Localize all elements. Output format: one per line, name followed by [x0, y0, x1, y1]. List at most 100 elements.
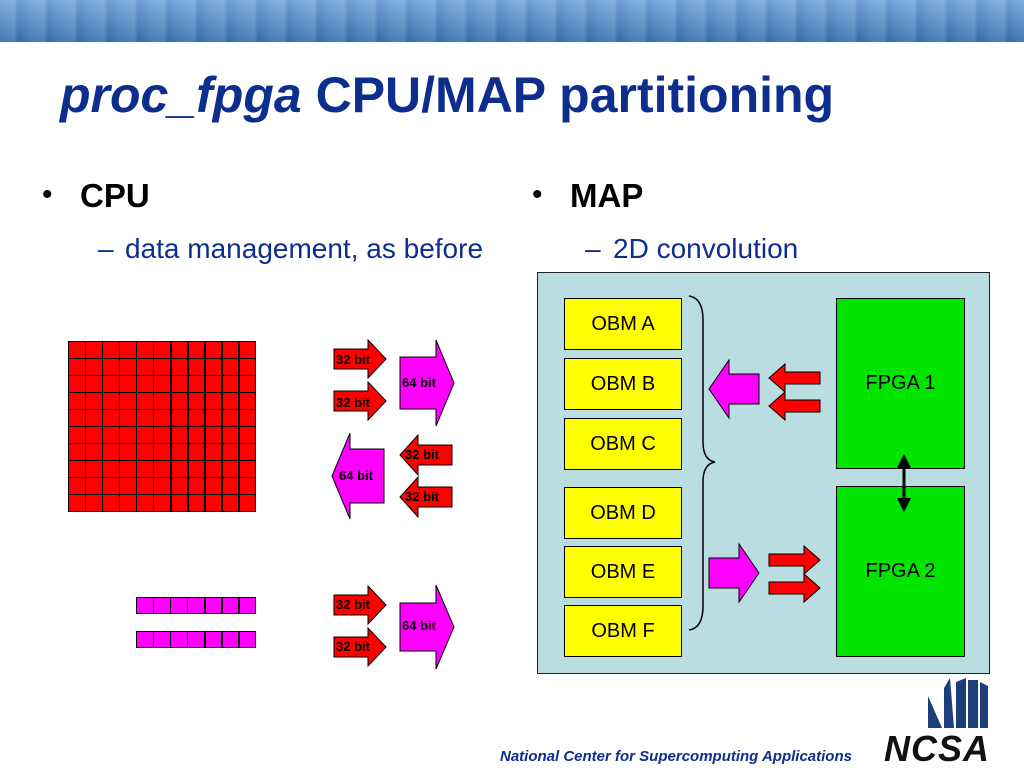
grid-cell: [136, 375, 154, 393]
grid-cell: [153, 443, 172, 461]
grid-cell: [68, 358, 86, 376]
grid-cell: [238, 494, 257, 512]
grid-cell: [221, 392, 240, 410]
bullet-dot-cpu: •: [42, 178, 53, 211]
grid-cell: [85, 392, 103, 410]
grid-cell: [170, 409, 189, 427]
grid-cell: [221, 358, 240, 376]
grid-cell: [85, 477, 103, 495]
obm-d: OBM D: [564, 487, 682, 539]
grid-cell: [102, 460, 120, 478]
obm-group-brace: [688, 295, 716, 631]
grid-cell: [204, 443, 223, 461]
grid-cell: [170, 341, 189, 359]
arrow-32bit-b1: [399, 433, 453, 477]
grid-cell: [85, 426, 103, 444]
label-32bit-a2: 32 bit: [336, 395, 370, 410]
title-rest: CPU/MAP partitioning: [301, 67, 835, 123]
grid-cell: [221, 426, 240, 444]
grid-cell: [187, 375, 206, 393]
grid-cell: [187, 409, 206, 427]
grid-cell: [170, 443, 189, 461]
grid-cell: [204, 409, 223, 427]
top-banner-shine: [0, 0, 1024, 42]
grid-cell: [119, 409, 137, 427]
strip-cell: [187, 631, 206, 648]
grid-cell: [119, 494, 137, 512]
strip-cell: [221, 597, 240, 614]
grid-cell: [238, 460, 257, 478]
cpu-data-strip-bottom: [136, 631, 257, 648]
map-arrow-magenta-right: [708, 542, 760, 604]
grid-cell: [119, 477, 137, 495]
strip-cell: [170, 631, 188, 648]
bullet-map: MAP: [570, 177, 644, 214]
grid-cell: [204, 460, 223, 478]
grid-cell: [136, 409, 154, 427]
grid-cell: [136, 358, 154, 376]
grid-cell: [119, 375, 137, 393]
arrow-64bit-c: [399, 584, 455, 670]
cpu-arrow-diagram: [331, 338, 455, 670]
grid-cell: [204, 341, 223, 359]
sub-map-text: 2D convolution: [613, 233, 799, 264]
grid-cell: [170, 494, 189, 512]
obm-a: OBM A: [564, 298, 682, 350]
grid-cell: [136, 426, 154, 444]
grid-cell: [119, 443, 137, 461]
grid-cell: [170, 375, 189, 393]
arrow-32bit-b2: [399, 475, 453, 519]
arrow-32bit-c2: [333, 626, 387, 668]
grid-cell: [221, 460, 240, 478]
grid-cell: [238, 477, 257, 495]
map-arrow-red-left-2: [768, 390, 821, 422]
grid-cell: [238, 392, 257, 410]
label-64bit-b: 64 bit: [339, 468, 373, 483]
fpga-link-arrow-down: [897, 498, 911, 512]
bullet-cpu: CPU: [80, 177, 150, 214]
grid-cell: [187, 443, 206, 461]
strip-cell: [153, 631, 171, 648]
label-32bit-c1: 32 bit: [336, 597, 370, 612]
strip-cell: [238, 631, 257, 648]
grid-cell: [221, 477, 240, 495]
grid-cell: [153, 494, 172, 512]
label-32bit-b1: 32 bit: [405, 447, 439, 462]
grid-cell: [136, 341, 154, 359]
grid-cell: [68, 443, 86, 461]
strip-cell: [136, 597, 154, 614]
grid-cell: [204, 477, 223, 495]
bullet-dot-map: •: [532, 178, 543, 211]
grid-cell: [102, 392, 120, 410]
grid-cell: [85, 358, 103, 376]
arrow-32bit-a1: [333, 338, 387, 380]
grid-cell: [136, 392, 154, 410]
grid-cell: [102, 375, 120, 393]
strip-cell: [204, 597, 223, 614]
map-arrow-magenta-left: [708, 358, 760, 420]
fpga-1: FPGA 1: [836, 298, 965, 469]
grid-cell: [221, 443, 240, 461]
grid-cell: [136, 494, 154, 512]
grid-cell: [204, 494, 223, 512]
strip-cell: [187, 597, 206, 614]
grid-cell: [170, 477, 189, 495]
grid-cell: [238, 375, 257, 393]
grid-cell: [170, 392, 189, 410]
grid-cell: [153, 477, 172, 495]
grid-cell: [153, 460, 172, 478]
grid-cell: [204, 375, 223, 393]
grid-cell: [187, 358, 206, 376]
obm-f: OBM F: [564, 605, 682, 657]
grid-cell: [68, 341, 86, 359]
grid-cell: [136, 443, 154, 461]
arrow-32bit-a2: [333, 380, 387, 422]
grid-cell: [119, 358, 137, 376]
grid-cell: [204, 426, 223, 444]
grid-cell: [153, 392, 172, 410]
grid-cell: [170, 426, 189, 444]
ncsa-logo-text: NCSA: [884, 728, 991, 769]
obm-c: OBM C: [564, 418, 682, 470]
label-32bit-b2: 32 bit: [405, 489, 439, 504]
grid-cell: [68, 460, 86, 478]
